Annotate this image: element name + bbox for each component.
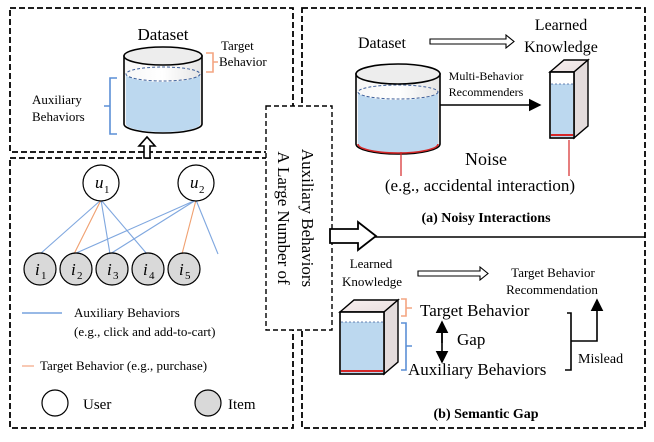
item-3-sub: 3 — [113, 270, 119, 282]
panel-b-hollow-arrow — [417, 265, 489, 282]
panel-a-learned-2: Knowledge — [524, 39, 598, 56]
item-node-4: i 4 — [131, 252, 165, 286]
panel-a-noise-example: (e.g., accidental interaction) — [385, 176, 575, 195]
dataset-panel — [9, 7, 294, 153]
up-arrow — [137, 135, 157, 159]
panel-b-mislead: Mislead — [578, 352, 623, 367]
dataset-cylinder — [123, 46, 203, 134]
user-2-sub: 2 — [199, 184, 205, 196]
panel-b-gap: Gap — [457, 330, 485, 349]
vertical-banner — [265, 105, 333, 331]
graph-panel — [9, 157, 294, 429]
item-node-3: i 3 — [95, 252, 129, 286]
panel-a-recommenders-2: Recommenders — [449, 85, 524, 99]
item-3-base: i — [107, 260, 112, 279]
banner-line-1: A Large Number of — [274, 151, 293, 285]
panel-b-cube — [338, 298, 400, 376]
target-behavior-label-2: Behavior — [219, 54, 267, 69]
legend-item-text: Item — [228, 397, 256, 413]
aux-bracket — [104, 77, 117, 135]
legend-aux-text-1: Auxiliary Behaviors — [74, 305, 180, 320]
item-1-base: i — [35, 260, 40, 279]
panel-b-aux-behaviors: Auxiliary Behaviors — [408, 360, 546, 379]
panel-a-learned-1: Learned — [535, 17, 587, 34]
aux-behaviors-label-1: Auxiliary — [32, 92, 82, 107]
panel-a-hollow-arrow — [429, 33, 515, 50]
mislead-bracket — [565, 312, 572, 371]
legend-aux-text-2: (e.g., click and add-to-cart) — [74, 324, 215, 339]
item-node-5: i 5 — [167, 252, 201, 286]
item-5-sub: 5 — [185, 270, 191, 282]
panel-a-caption: (a) Noisy Interactions — [421, 211, 551, 226]
panel-b-target-rec-1: Target Behavior — [511, 265, 595, 280]
panel-b-target-rec-2: Recommendation — [506, 282, 598, 297]
panel-b-target-behavior: Target Behavior — [420, 301, 530, 320]
item-node-2: i 2 — [59, 252, 93, 286]
banner-text-1-wrap: A Large Number of — [274, 151, 293, 285]
item-node-1: i 1 — [23, 252, 57, 286]
panel-a-cube — [548, 58, 590, 140]
panel-b-caption: (b) Semantic Gap — [434, 407, 539, 422]
item-2-sub: 2 — [77, 270, 83, 282]
item-2-base: i — [71, 260, 76, 279]
target-behavior-label-1: Target — [221, 38, 254, 53]
legend-user-circle — [41, 389, 69, 417]
panel-b-aux-bracket — [401, 322, 412, 371]
graph-edges — [39, 199, 219, 255]
user-2-base: u — [190, 173, 199, 192]
panel-b-target-bracket — [401, 298, 412, 317]
legend-target-text: Target Behavior (e.g., purchase) — [40, 358, 207, 373]
panel-b-learned-1: Learned — [350, 256, 393, 271]
panel-a-dataset: Dataset — [358, 35, 407, 52]
banner-text-2-wrap: Auxiliary Behaviors — [298, 149, 317, 287]
target-bracket — [206, 52, 218, 73]
panel-b-learned-2: Knowledge — [342, 274, 402, 289]
mislead-arrow — [571, 298, 604, 342]
dataset-label: Dataset — [138, 25, 189, 44]
item-1-sub: 1 — [41, 270, 47, 282]
user-1-base: u — [95, 173, 104, 192]
item-5-base: i — [179, 260, 184, 279]
aux-behaviors-label-2: Behaviors — [32, 109, 85, 124]
item-4-base: i — [143, 260, 148, 279]
banner-line-2: Auxiliary Behaviors — [298, 149, 317, 287]
big-right-arrow — [329, 220, 378, 252]
legend-item-circle — [194, 389, 222, 417]
item-4-sub: 4 — [149, 270, 155, 282]
user-1-sub: 1 — [104, 184, 110, 196]
panel-a-recommenders-1: Multi-Behavior — [449, 69, 524, 83]
panel-a-cylinder — [355, 63, 441, 155]
legend-user-text: User — [83, 397, 111, 413]
panel-a-noise: Noise — [465, 149, 507, 169]
user-node-1: u 1 — [82, 164, 120, 202]
user-node-2: u 2 — [177, 164, 215, 202]
